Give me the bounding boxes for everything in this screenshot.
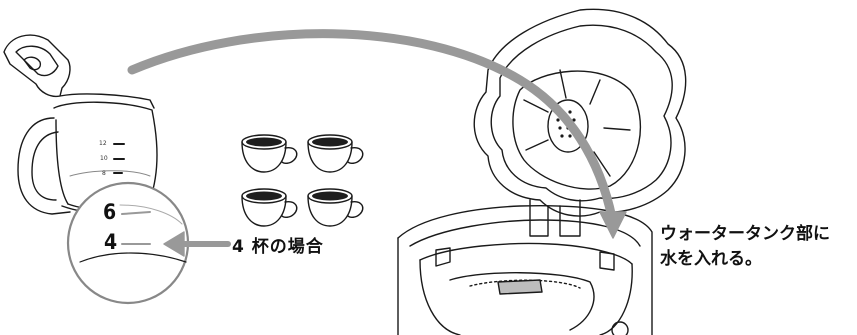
cup-count-label: 4 杯の場合 bbox=[232, 237, 324, 257]
coffee-cup-icon bbox=[241, 188, 298, 227]
magnifier-circle bbox=[66, 181, 190, 305]
coffee-cup-icon bbox=[307, 188, 364, 227]
level-mark-4: 4 bbox=[104, 230, 118, 254]
carafe-mark-8: 8 bbox=[102, 170, 106, 177]
carafe-mark-12: 12 bbox=[99, 140, 107, 147]
coffee-maker-illustration bbox=[397, 8, 687, 335]
pour-arrow bbox=[127, 29, 627, 239]
coffee-cup-icon bbox=[307, 134, 364, 173]
carafe-mark-10: 10 bbox=[100, 155, 108, 162]
level-mark-6: 6 bbox=[103, 200, 117, 224]
coffee-cups bbox=[241, 134, 364, 227]
coffee-cup-icon bbox=[241, 134, 298, 173]
water-tank-instruction-line-1: ウォータータンク部に bbox=[660, 224, 830, 244]
water-tank-instruction-line-2: 水を入れる。 bbox=[660, 249, 762, 269]
level-arrow bbox=[163, 231, 231, 257]
water-tank-instruction: ウォータータンク部に 水を入れる。 bbox=[660, 222, 830, 272]
